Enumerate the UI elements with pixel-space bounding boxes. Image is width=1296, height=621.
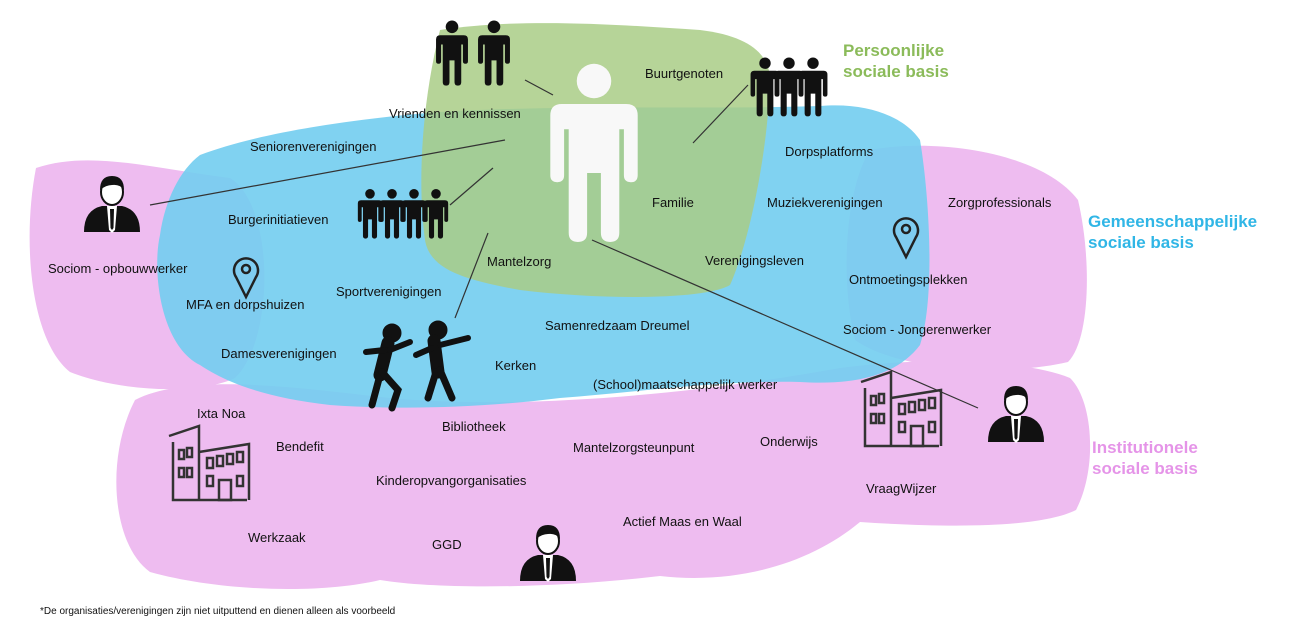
dancing-people-icon bbox=[363, 320, 471, 412]
community-basis-title: Gemeenschappelijke sociale basis bbox=[1088, 211, 1257, 253]
label-vraagwijzer: VraagWijzer bbox=[866, 481, 937, 496]
label-bendefit: Bendefit bbox=[276, 439, 324, 454]
label-buurtgenoten: Buurtgenoten bbox=[645, 66, 724, 81]
label-school-maatschappelijk-werker: (School)maatschappelijk werker bbox=[593, 377, 778, 392]
title-line: Institutionele bbox=[1092, 438, 1198, 457]
label-ontmoetingsplekken: Ontmoetingsplekken bbox=[849, 272, 968, 287]
label-vrienden: Vrienden en kennissen bbox=[389, 106, 521, 121]
label-burgerinitiatieven: Burgerinitiatieven bbox=[228, 212, 329, 227]
label-ggd: GGD bbox=[432, 537, 462, 552]
label-sociom-jongerenwerker: Sociom - Jongerenwerker bbox=[843, 322, 992, 337]
label-dorpsplatforms: Dorpsplatforms bbox=[785, 144, 874, 159]
label-ixta-noa: Ixta Noa bbox=[197, 406, 246, 421]
title-line: sociale basis bbox=[843, 62, 949, 81]
label-werkzaak: Werkzaak bbox=[248, 530, 306, 545]
footnote: *De organisaties/verenigingen zijn niet … bbox=[40, 606, 396, 617]
label-actief-maas-en-waal: Actief Maas en Waal bbox=[623, 514, 742, 529]
label-mantelzorg: Mantelzorg bbox=[487, 254, 552, 269]
label-samenredzaam-dreumel: Samenredzaam Dreumel bbox=[545, 318, 690, 333]
label-familie: Familie bbox=[652, 195, 694, 210]
label-sociom-opbouwwerker: Sociom - opbouwwerker bbox=[48, 261, 188, 276]
label-zorgprofessionals: Zorgprofessionals bbox=[948, 195, 1052, 210]
title-line: Gemeenschappelijke bbox=[1088, 212, 1258, 231]
personal-basis-title: Persoonlijke sociale basis bbox=[843, 40, 949, 82]
institutional-region bbox=[116, 361, 1091, 590]
label-verenigingsleven: Verenigingsleven bbox=[705, 253, 805, 268]
label-mantelzorgsteunpunt: Mantelzorgsteunpunt bbox=[573, 440, 695, 455]
label-sportverenigingen: Sportverenigingen bbox=[336, 284, 442, 299]
label-onderwijs: Onderwijs bbox=[760, 434, 818, 449]
label-muziekverenigingen: Muziekverenigingen bbox=[767, 195, 883, 210]
label-kerken: Kerken bbox=[495, 358, 537, 373]
label-damesverenigingen: Damesverenigingen bbox=[221, 346, 337, 361]
institutional-basis-title: Institutionele sociale basis bbox=[1092, 437, 1198, 479]
title-line: sociale basis bbox=[1092, 459, 1198, 478]
label-bibliotheek: Bibliotheek bbox=[442, 419, 506, 434]
label-kinderopvangorganisaties: Kinderopvangorganisaties bbox=[376, 473, 527, 488]
title-line: Persoonlijke bbox=[843, 41, 945, 60]
title-line: sociale basis bbox=[1088, 233, 1194, 252]
label-seniorenverenigingen: Seniorenverenigingen bbox=[250, 139, 377, 154]
label-mfa-dorpshuizen: MFA en dorpshuizen bbox=[186, 297, 305, 312]
connector-lines bbox=[149, 79, 979, 409]
